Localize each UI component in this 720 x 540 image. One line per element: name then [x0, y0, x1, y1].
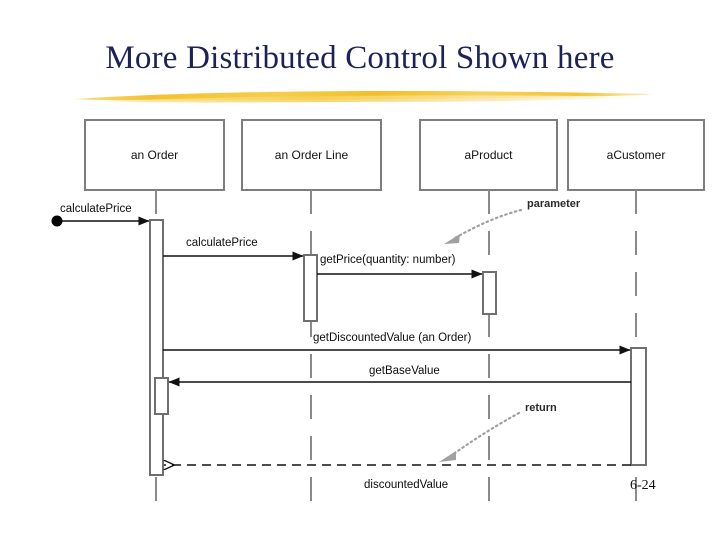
- participant-acustomer[interactable]: aCustomer: [567, 119, 705, 505]
- activation-bar-acustomer: [630, 347, 647, 466]
- activation-group: [149, 219, 647, 476]
- message-calculate-price-found[interactable]: calculatePrice: [60, 203, 150, 226]
- annotation-label: parameter: [527, 198, 581, 210]
- message-group: calculatePrice calculatePrice getPrice(q…: [60, 203, 631, 491]
- message-label: discountedValue: [364, 479, 448, 491]
- annotation-return: return: [439, 402, 557, 462]
- activation-bar-an-order-main: [149, 219, 164, 476]
- annotation-parameter: parameter: [444, 198, 581, 244]
- participant-label: an Order: [131, 148, 178, 162]
- message-label: getBaseValue: [369, 365, 440, 377]
- activation-bar-an-order-nested: [154, 377, 169, 415]
- participant-label: aCustomer: [607, 148, 666, 162]
- message-get-base-value-order[interactable]: getBaseValue: [168, 365, 631, 387]
- annotation-arrowhead: [439, 451, 456, 462]
- message-label: calculatePrice: [60, 203, 132, 215]
- message-get-discounted-value-customer[interactable]: getDiscountedValue (an Order): [163, 332, 631, 355]
- participant-label: an Order Line: [275, 148, 349, 162]
- message-label: getDiscountedValue (an Order): [313, 332, 471, 344]
- participant-an-order-line[interactable]: an Order Line: [241, 119, 382, 505]
- page-number: 6-24: [630, 478, 656, 493]
- message-discounted-value-return[interactable]: discountedValue: [164, 465, 631, 491]
- activation-bar-aproduct: [482, 271, 497, 315]
- page-title: More Distributed Control Shown here: [105, 40, 615, 76]
- participant-label: aProduct: [464, 148, 513, 162]
- annotation-leader-line: [453, 208, 523, 240]
- annotation-arrowhead: [444, 234, 460, 244]
- activation-bar-an-order-line: [303, 254, 318, 322]
- message-label: getPrice(quantity: number): [320, 254, 456, 266]
- participant-aproduct[interactable]: aProduct: [419, 119, 558, 505]
- message-calculate-price-orderline[interactable]: calculatePrice: [163, 237, 304, 261]
- participant-group: an Order an Order Line aProduct aCustome…: [84, 119, 705, 505]
- annotation-group: parameter return: [439, 198, 581, 462]
- annotation-label: return: [525, 402, 557, 414]
- found-message-start-dot: [51, 215, 63, 227]
- participant-box[interactable]: [419, 119, 558, 191]
- title-block: More Distributed Control Shown here: [0, 38, 720, 78]
- annotation-leader-line: [450, 411, 521, 457]
- participant-box[interactable]: [84, 119, 225, 191]
- message-label: calculatePrice: [186, 237, 258, 249]
- message-get-price-product[interactable]: getPrice(quantity: number): [317, 254, 483, 279]
- participant-box[interactable]: [241, 119, 382, 191]
